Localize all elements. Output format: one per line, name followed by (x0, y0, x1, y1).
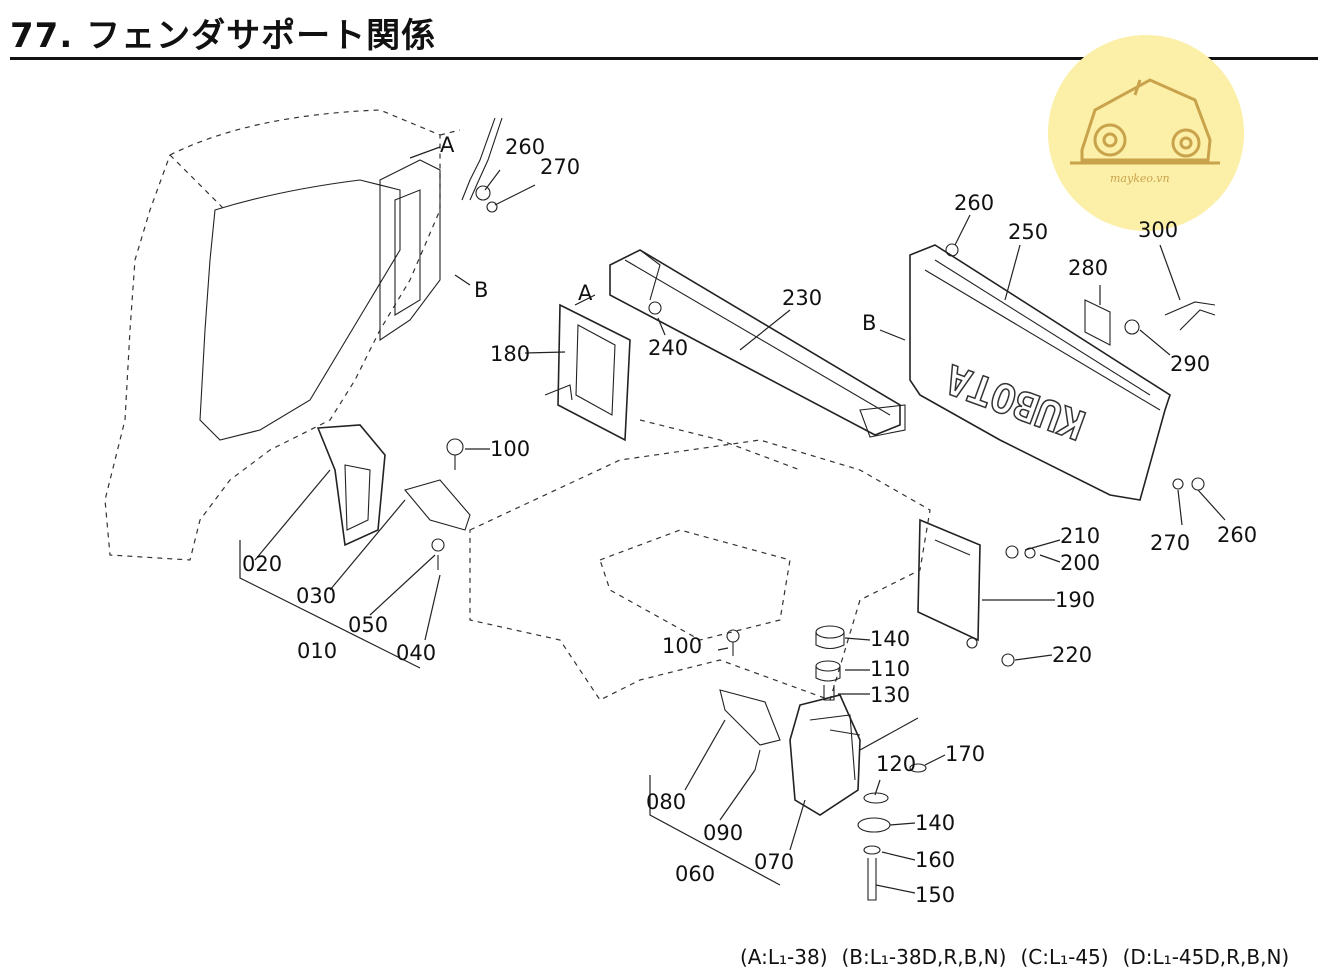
part-label: 160 (915, 848, 955, 872)
part-label: 260 (954, 191, 994, 215)
bracket-280 (1084, 299, 1140, 346)
watermark-circle (1048, 35, 1244, 231)
part-label: 200 (1060, 551, 1100, 575)
variant-d: (D:L₁-45D,R,B,N) (1122, 945, 1290, 969)
part-label: 020 (242, 552, 282, 576)
panel-lettering: KUBOTA (939, 355, 1091, 448)
part-label: 180 (490, 342, 530, 366)
rear-frame (469, 419, 931, 701)
part-label: 050 (348, 613, 388, 637)
leader-lines (239, 146, 1226, 894)
marker-a-top: A (440, 133, 455, 157)
rear-panel-250: KUBOTA (909, 244, 1171, 501)
part-label: 130 (870, 683, 910, 707)
plate-080 (719, 689, 781, 771)
part-label: 150 (915, 883, 955, 907)
part-label: 100 (662, 634, 702, 658)
part-label: 090 (703, 821, 743, 845)
bracket-180 (544, 303, 631, 442)
variant-a: (A:L₁-38) (740, 945, 828, 969)
tractor-icon (1070, 78, 1220, 165)
upper-bracket (461, 117, 503, 201)
mount-stack (726, 625, 927, 901)
part-label: 210 (1060, 524, 1100, 548)
part-label: 010 (297, 639, 337, 663)
left-fender (104, 109, 461, 561)
part-label: 170 (945, 742, 985, 766)
bracket-020 (316, 424, 386, 547)
part-label: 190 (1055, 588, 1095, 612)
part-label: 270 (540, 155, 580, 179)
marker-b-left: B (474, 278, 488, 302)
part-labels: 260 270 260 250 300 230 280 290 180 240 … (242, 135, 1257, 907)
part-label: 280 (1068, 256, 1108, 280)
part-label: 250 (1008, 220, 1048, 244)
part-label: 120 (876, 752, 916, 776)
view-markers: A B A B (440, 133, 876, 335)
part-label: 110 (870, 657, 910, 681)
part-label: 060 (675, 862, 715, 886)
plate-030 (404, 479, 471, 570)
title-rule (10, 57, 1318, 60)
crossbar-230 (609, 249, 906, 438)
part-label: 080 (646, 790, 686, 814)
watermark-logo (1048, 35, 1244, 231)
part-label: 300 (1138, 218, 1178, 242)
bolt-100-upper (446, 438, 464, 470)
bracket-190 (917, 518, 981, 649)
marker-a-mid: A (578, 281, 593, 305)
page-title: 77. フェンダサポート関係 (10, 16, 437, 56)
variant-b: (B:L₁-38D,R,B,N) (841, 945, 1007, 969)
part-label: 270 (1150, 531, 1190, 555)
part-label: 220 (1052, 643, 1092, 667)
part-label: 040 (396, 641, 436, 665)
part-label: 240 (648, 336, 688, 360)
model-variants-footer: (A:L₁-38) (B:L₁-38D,R,B,N) (C:L₁-45) (D:L₁-… (740, 945, 1303, 969)
part-label: 140 (870, 627, 910, 651)
part-label: 140 (915, 811, 955, 835)
watermark-text: maykeo.vn (1110, 172, 1170, 185)
part-label: 070 (754, 850, 794, 874)
part-label: 260 (505, 135, 545, 159)
part-label: 260 (1217, 523, 1257, 547)
part-label: 290 (1170, 352, 1210, 376)
part-label: 030 (296, 584, 336, 608)
bracket-070 (789, 694, 861, 816)
variant-c: (C:L₁-45) (1020, 945, 1109, 969)
marker-b-mid: B (862, 311, 876, 335)
part-label: 100 (490, 437, 530, 461)
part-label: 230 (782, 286, 822, 310)
clip-300 (1164, 301, 1216, 331)
